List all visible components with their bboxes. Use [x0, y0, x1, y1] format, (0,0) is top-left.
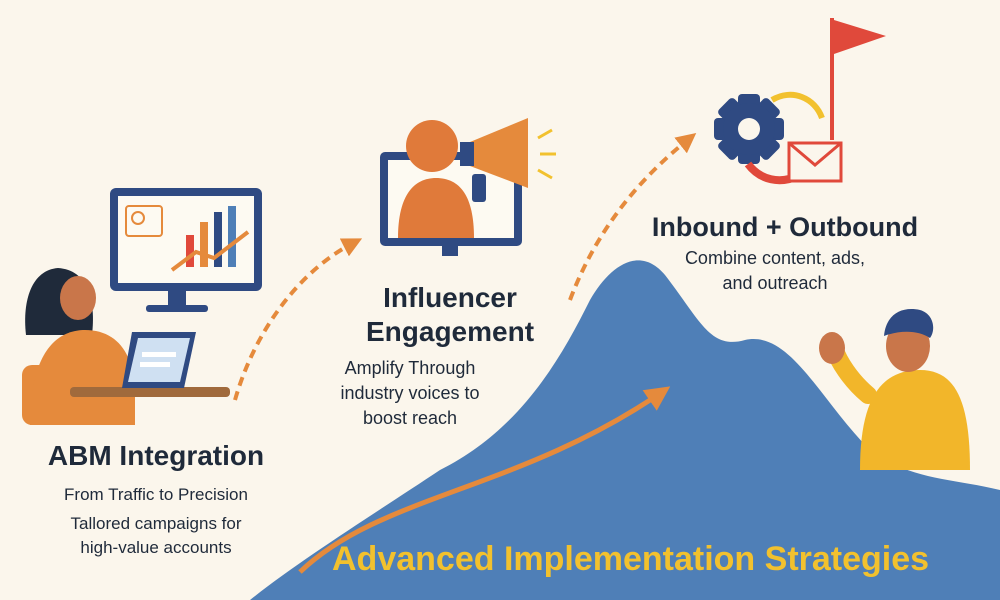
mountain-shape	[250, 260, 1000, 600]
gear-icon	[714, 94, 802, 185]
waving-person-illustration	[819, 309, 970, 470]
abm-subtitle: From Traffic to Precision	[64, 485, 248, 504]
arrow-mountain	[298, 386, 671, 574]
gear-ring-accent	[770, 91, 825, 120]
monitor-chart-icon	[110, 188, 262, 312]
envelope-icon	[787, 141, 843, 183]
flag-icon	[830, 18, 886, 140]
influencer-title-line-2: Engagement	[365, 316, 535, 347]
influencer-monitor-illustration	[380, 118, 556, 256]
inbound-desc-line-1: Combine content, ads,	[684, 248, 866, 268]
influencer-desc-line-1: Amplify Through	[344, 358, 476, 378]
abm-desc-line-1: Tallored campaigns for	[70, 514, 242, 533]
inbound-title: Inbound + Outbound	[651, 212, 919, 242]
abm-title: ABM Integration	[47, 440, 265, 471]
arrow-step-2	[568, 133, 697, 301]
arrow-step-1	[233, 238, 363, 401]
abm-desc-line-2: high-value accounts	[80, 538, 232, 557]
influencer-title-line-1: Influencer	[383, 282, 517, 313]
laptop-icon	[122, 332, 196, 388]
inbound-desc-line-2: and outreach	[722, 273, 828, 293]
influencer-desc-line-2: industry voices to	[340, 383, 480, 403]
megaphone-icon	[460, 118, 556, 188]
banner-title: Advanced Implementation Strategies	[332, 540, 930, 578]
person-laptop-illustration	[22, 268, 230, 425]
influencer-desc-line-3: boost reach	[362, 408, 458, 428]
